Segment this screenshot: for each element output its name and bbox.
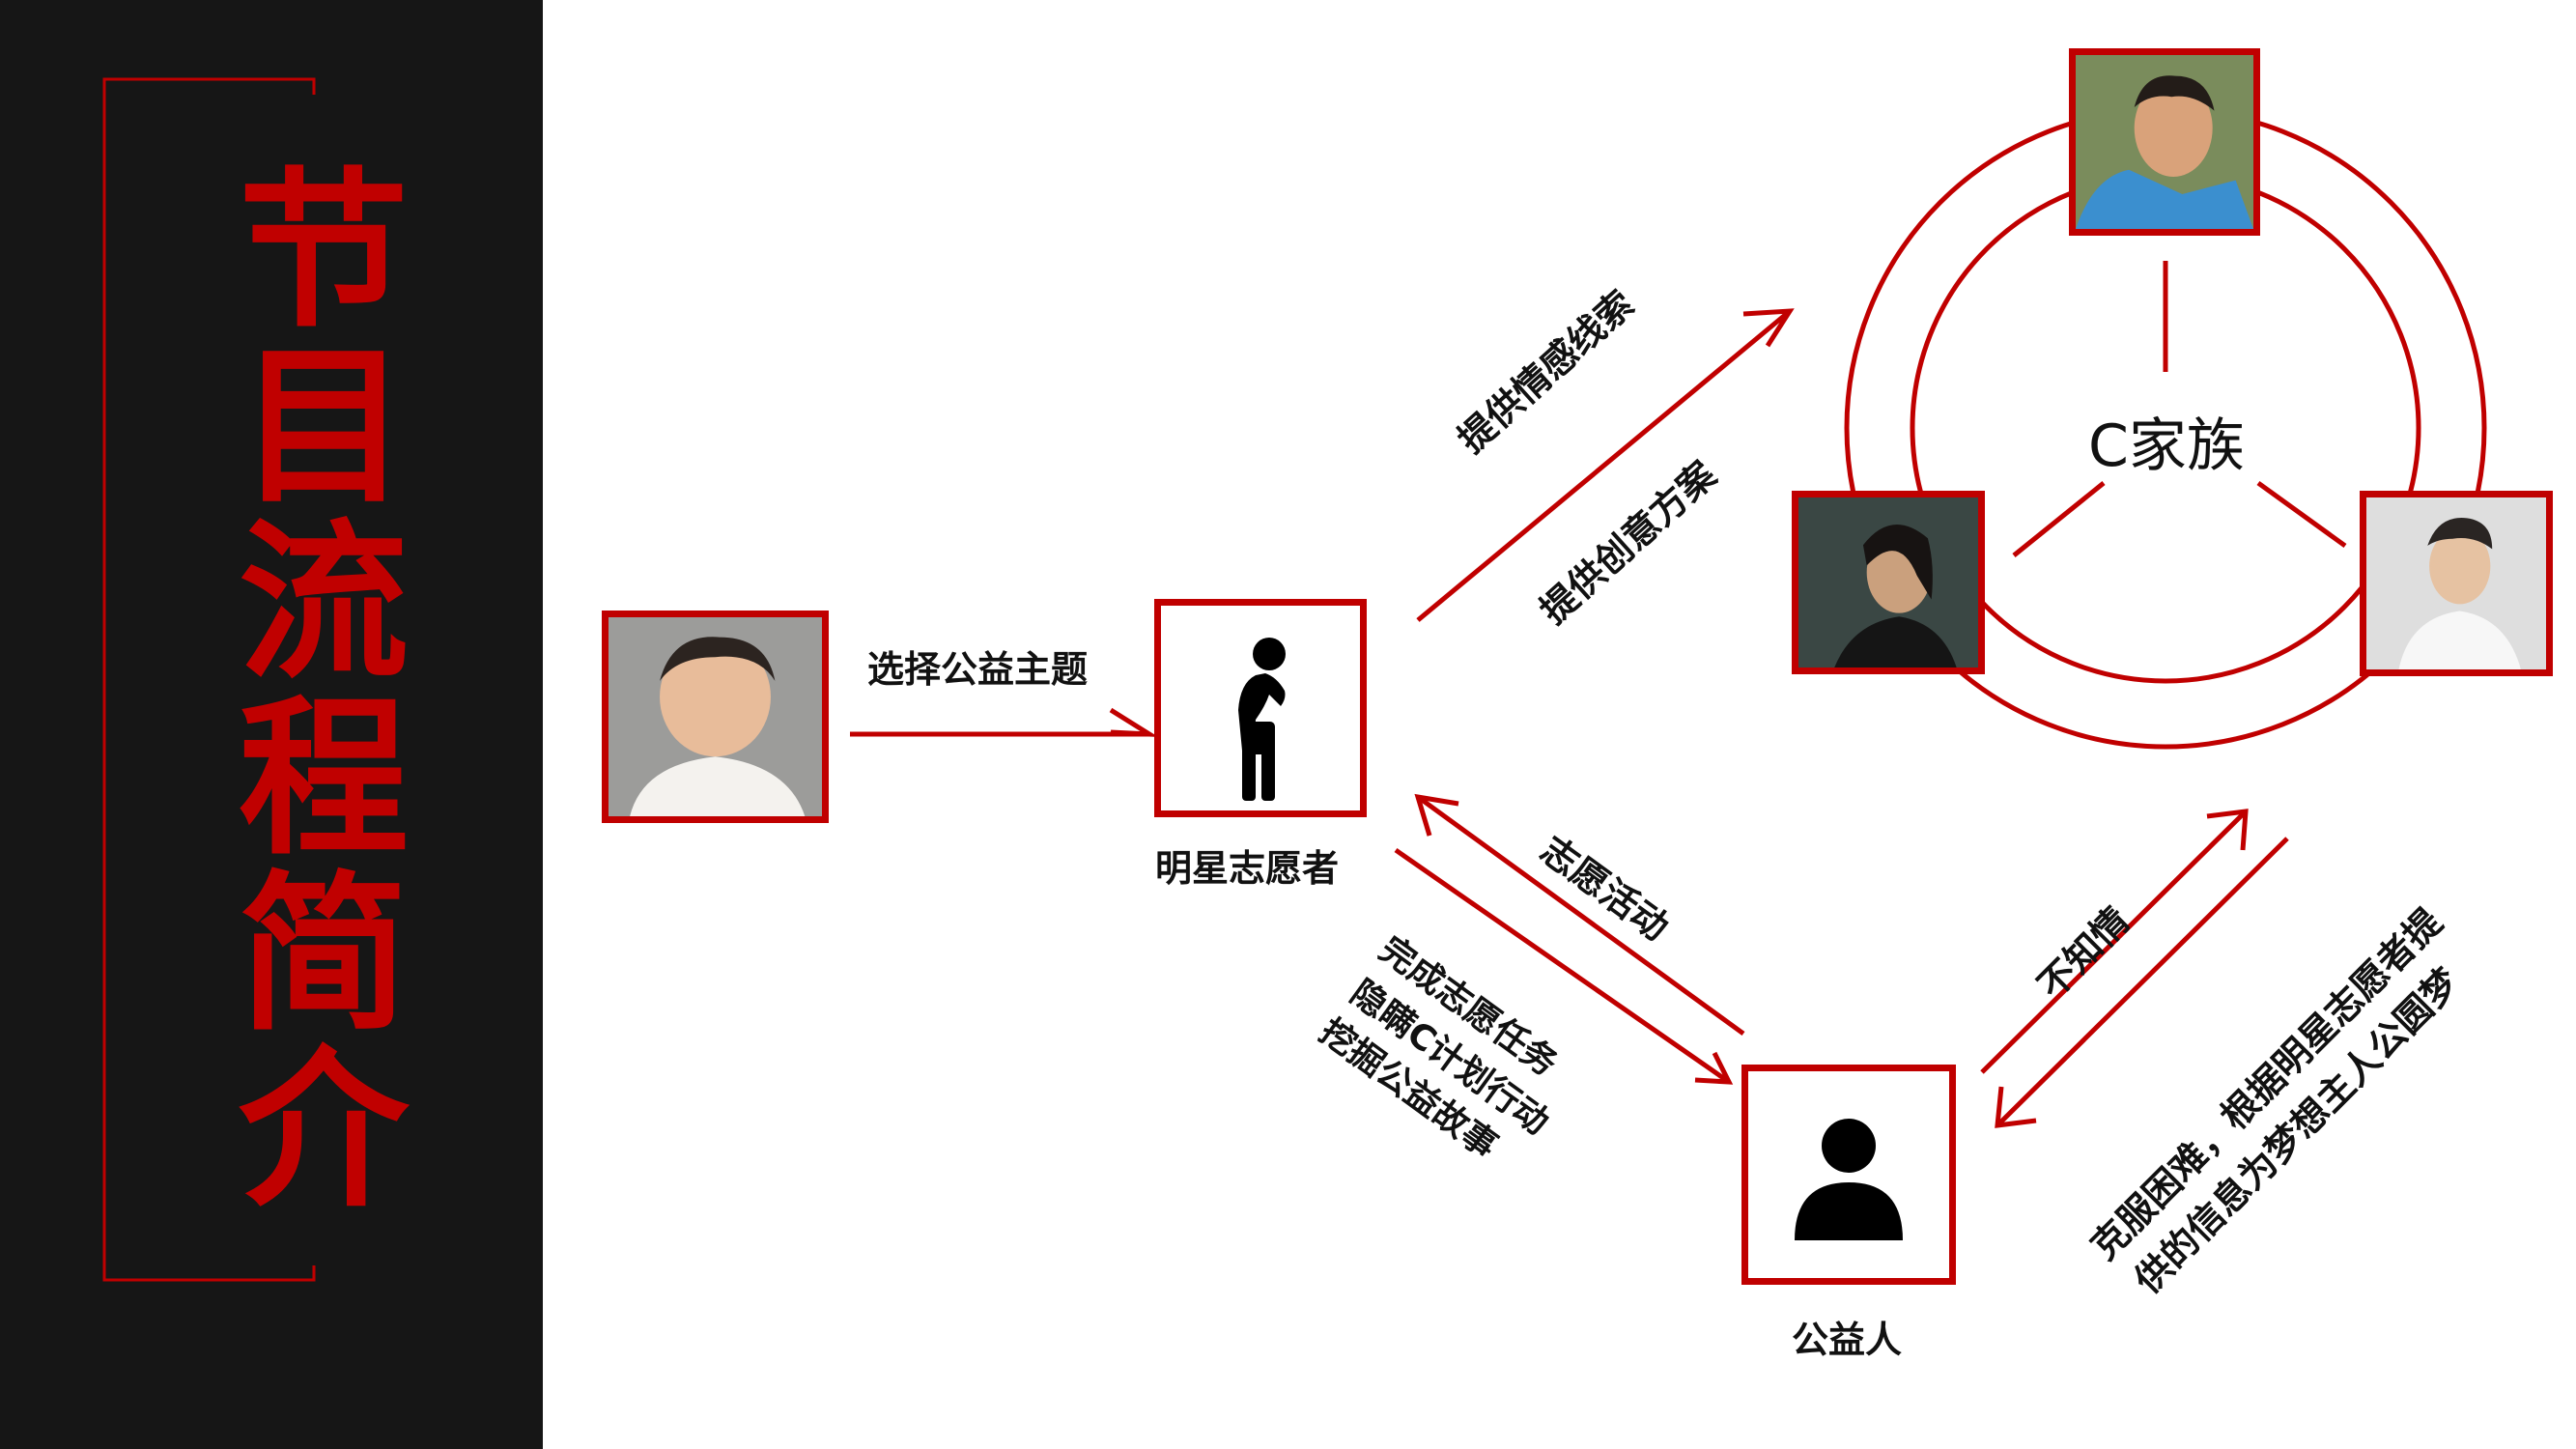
label-star-volunteer: 明星志愿者	[1155, 847, 1340, 890]
user-icon	[1795, 1119, 1903, 1240]
label-choose-theme: 选择公益主题	[867, 648, 1089, 691]
family-member-photo-top	[2069, 48, 2260, 236]
title-char: 程	[238, 680, 409, 878]
page-title: 节 目 流 程 简 介	[208, 164, 439, 1219]
title-char: 流	[238, 504, 409, 702]
beneficiary-box	[1741, 1065, 1956, 1285]
title-char: 介	[238, 1032, 409, 1230]
title-char: 目	[238, 328, 409, 526]
label-family: C家族	[2088, 412, 2245, 480]
family-spoke-left	[2012, 481, 2106, 557]
title-bracket	[102, 77, 316, 1282]
family-member-photo-right	[2360, 491, 2553, 676]
family-spoke-right	[2256, 480, 2347, 549]
star-volunteer-box	[1154, 599, 1367, 817]
label-public-welfare-person: 公益人	[1792, 1319, 1903, 1361]
title-char: 节	[238, 153, 409, 351]
arrow-fulfill-dream	[1996, 837, 2289, 1127]
arrow-unaware	[1980, 810, 2248, 1074]
arrow-complete-task	[1394, 847, 1731, 1085]
sidebar: 节 目 流 程 简 介	[0, 0, 543, 1449]
thinking-person-icon	[1238, 638, 1286, 801]
title-char: 简	[238, 856, 409, 1054]
family-member-photo-left	[1792, 491, 1985, 674]
arrow-to-family	[1416, 309, 1792, 622]
arrow-volunteer-activity	[1416, 794, 1745, 1037]
celebrity-photo	[602, 611, 829, 823]
